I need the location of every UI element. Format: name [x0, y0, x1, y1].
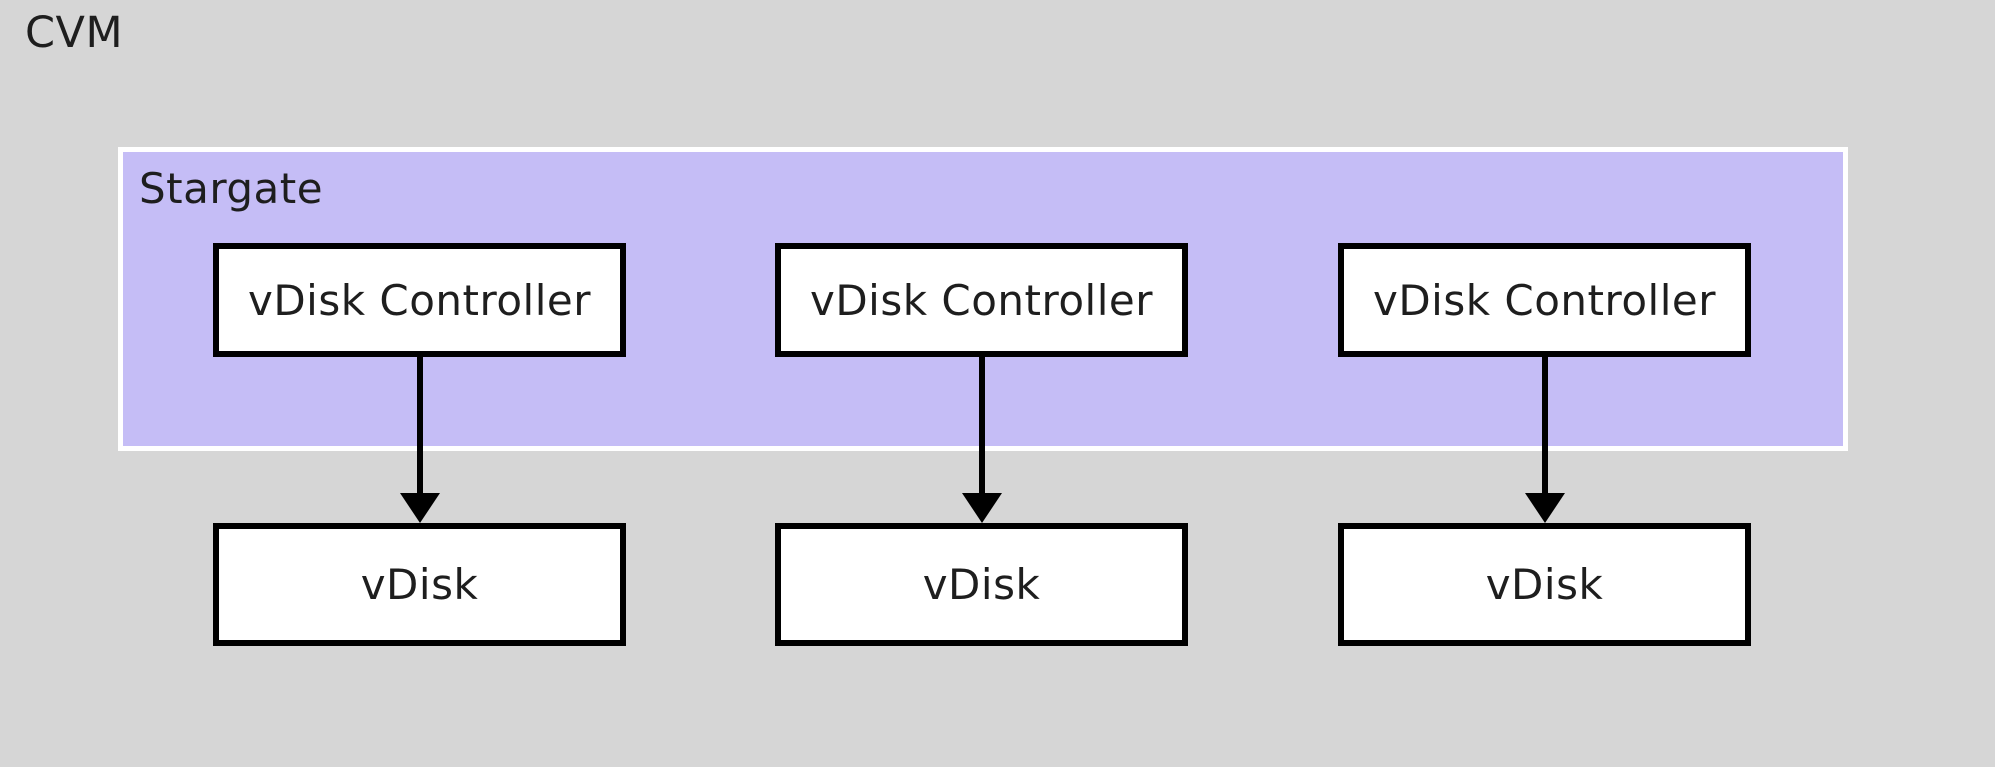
arrow-line — [979, 356, 985, 498]
arrow-head-icon — [400, 493, 440, 523]
arrow-head-icon — [962, 493, 1002, 523]
arrow-line — [1542, 356, 1548, 498]
vdisk-node: vDisk — [1338, 523, 1751, 646]
vdisk-controller-node: vDisk Controller — [775, 243, 1188, 357]
stargate-label: Stargate — [139, 164, 324, 213]
vdisk-node: vDisk — [213, 523, 626, 646]
vdisk-node: vDisk — [775, 523, 1188, 646]
vdisk-controller-node: vDisk Controller — [213, 243, 626, 357]
arrow-line — [417, 356, 423, 498]
vdisk-controller-node: vDisk Controller — [1338, 243, 1751, 357]
cvm-label: CVM — [25, 8, 124, 58]
arrow-head-icon — [1525, 493, 1565, 523]
